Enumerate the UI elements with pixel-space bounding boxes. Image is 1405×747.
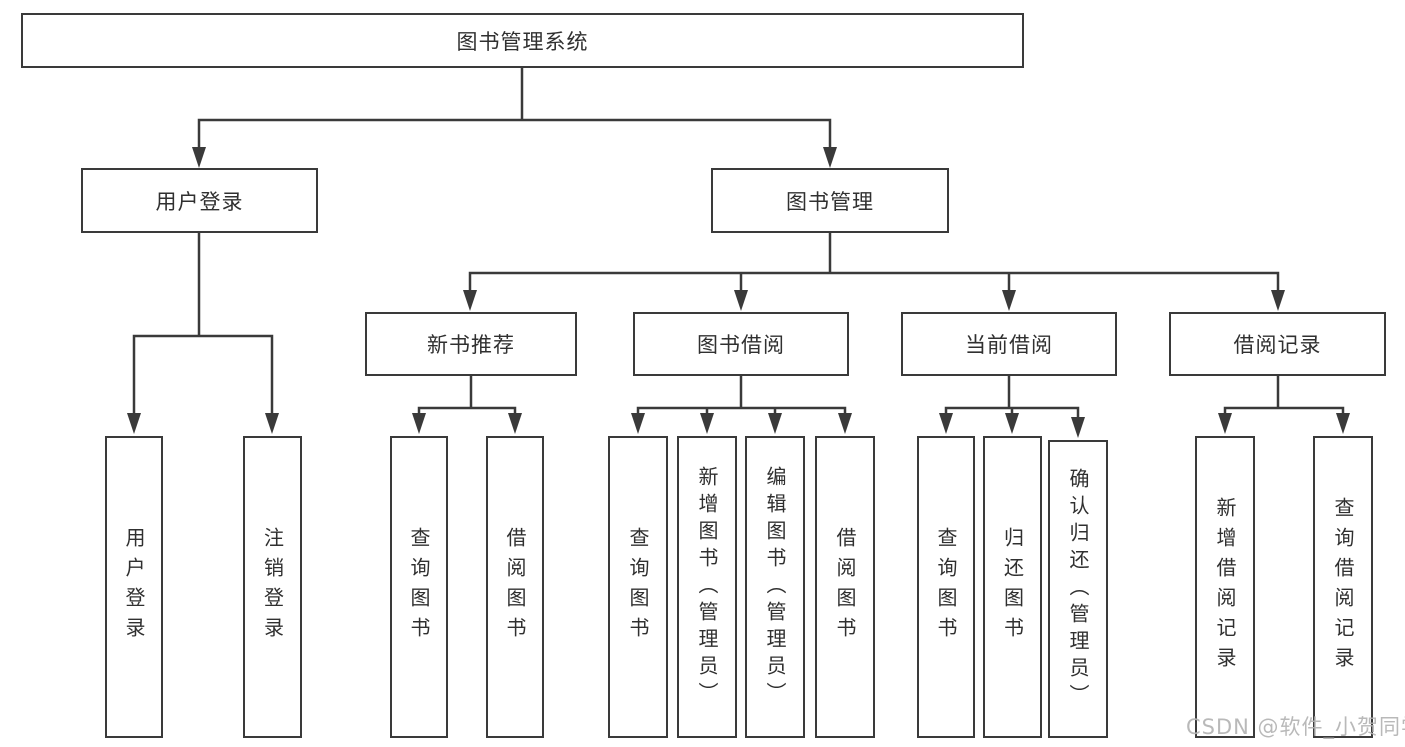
leaf-query-books-recommend: 查询图书 — [390, 436, 448, 738]
node-book-borrow: 图书借阅 — [633, 312, 849, 376]
node-current-borrow: 当前借阅 — [901, 312, 1117, 376]
leaf-user-login: 用户登录 — [105, 436, 163, 738]
node-book-management: 图书管理 — [711, 168, 949, 233]
leaf-query-books-borrow: 查询图书 — [608, 436, 668, 738]
leaf-borrow-books-recommend: 借阅图书 — [486, 436, 544, 738]
csdn-watermark: CSDN @软件_小贺同学 — [1186, 715, 1405, 739]
leaf-add-borrow-record: 新增借阅记录 — [1195, 436, 1255, 738]
leaf-query-borrow-record: 查询借阅记录 — [1313, 436, 1373, 738]
node-user-login: 用户登录 — [81, 168, 318, 233]
leaf-edit-book-admin: 编辑图书（管理员） — [745, 436, 805, 738]
node-borrow-records: 借阅记录 — [1169, 312, 1386, 376]
leaf-query-books-current: 查询图书 — [917, 436, 975, 738]
leaf-borrow-books-borrow: 借阅图书 — [815, 436, 875, 738]
leaf-add-book-admin: 新增图书（管理员） — [677, 436, 737, 738]
arrowheads — [127, 147, 1350, 438]
node-root-system: 图书管理系统 — [21, 13, 1024, 68]
leaf-confirm-return-admin: 确认归还（管理员） — [1048, 440, 1108, 738]
leaf-logout: 注销登录 — [243, 436, 302, 738]
node-new-book-recommend: 新书推荐 — [365, 312, 577, 376]
leaf-return-books: 归还图书 — [983, 436, 1042, 738]
